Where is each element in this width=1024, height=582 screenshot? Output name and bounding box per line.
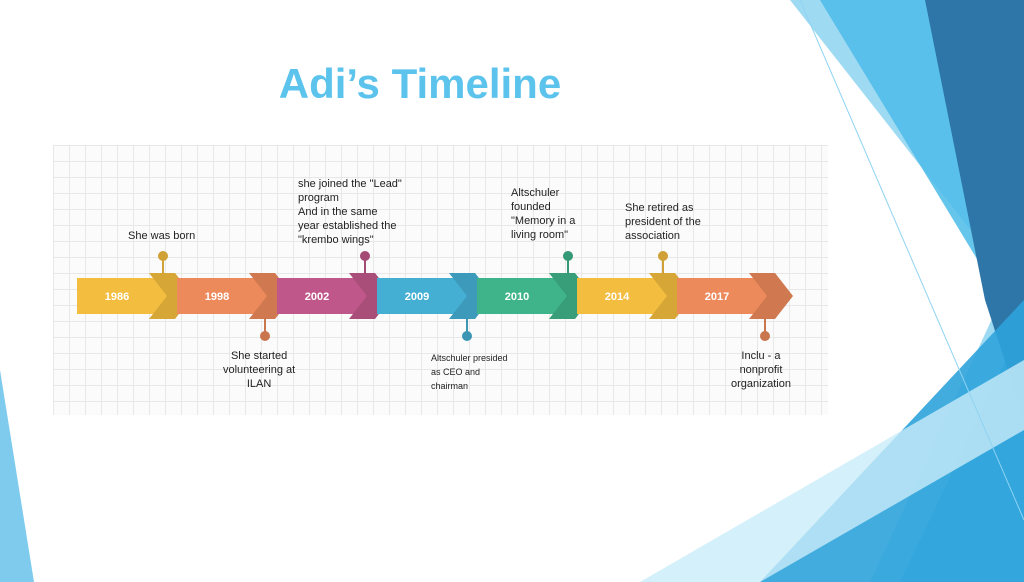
timeline-segment-1998 <box>177 278 277 314</box>
timeline-pin-dot-2017 <box>760 331 770 341</box>
timeline-caption-1998: She started volunteering at ILAN <box>223 350 296 390</box>
slide-title: Adi’s Timeline <box>278 60 562 107</box>
deco-shape-dark <box>925 0 1024 420</box>
deco-shape-left <box>0 370 34 582</box>
timeline-segment-2017 <box>677 278 777 314</box>
timeline-pin-dot-1986 <box>158 251 168 261</box>
timeline-year-2009: 2009 <box>405 291 429 303</box>
timeline-caption-2014: She retired as president of the associat… <box>625 202 701 242</box>
timeline-chevron-2017 <box>749 273 793 319</box>
timeline-year-2014: 2014 <box>605 291 630 303</box>
deco-line <box>799 0 1024 521</box>
timeline-caption-1986: She was born <box>128 230 196 242</box>
timeline-year-1986: 1986 <box>105 291 129 303</box>
timeline-year-2002: 2002 <box>305 291 329 303</box>
timeline-pin-dot-2014 <box>658 251 668 261</box>
timeline-segment-2009 <box>377 278 477 314</box>
timeline-segment-2002 <box>277 278 377 314</box>
timeline-pin-dot-2010 <box>563 251 573 261</box>
timeline-segment-2014 <box>577 278 677 314</box>
timeline-pin-dot-1998 <box>260 331 270 341</box>
timeline-pin-dot-2009 <box>462 331 472 341</box>
timeline-year-2010: 2010 <box>505 291 529 303</box>
timeline-graphic: 1986 1998 2002 2009 2010 2014 2017 She was bor… <box>53 145 828 415</box>
timeline-segment-1986 <box>77 278 177 314</box>
deco-shape-bottom-light <box>640 360 1024 582</box>
timeline-year-2017: 2017 <box>705 291 729 303</box>
timeline-caption-2017: Inclu - a nonprofit organization <box>731 350 791 390</box>
timeline-segment-2010 <box>477 278 577 314</box>
timeline-year-1998: 1998 <box>205 291 229 303</box>
timeline-caption-2009: Altschuler presided as CEO and chairman <box>431 353 508 391</box>
timeline-caption-2010: Altschuler founded "Memory in a living r… <box>511 187 576 241</box>
timeline-pin-dot-2002 <box>360 251 370 261</box>
timeline-arrows: 1986 1998 2002 2009 2010 2014 2017 <box>77 251 793 341</box>
timeline-caption-2002: she joined the "Lead" program And in the… <box>298 178 402 246</box>
